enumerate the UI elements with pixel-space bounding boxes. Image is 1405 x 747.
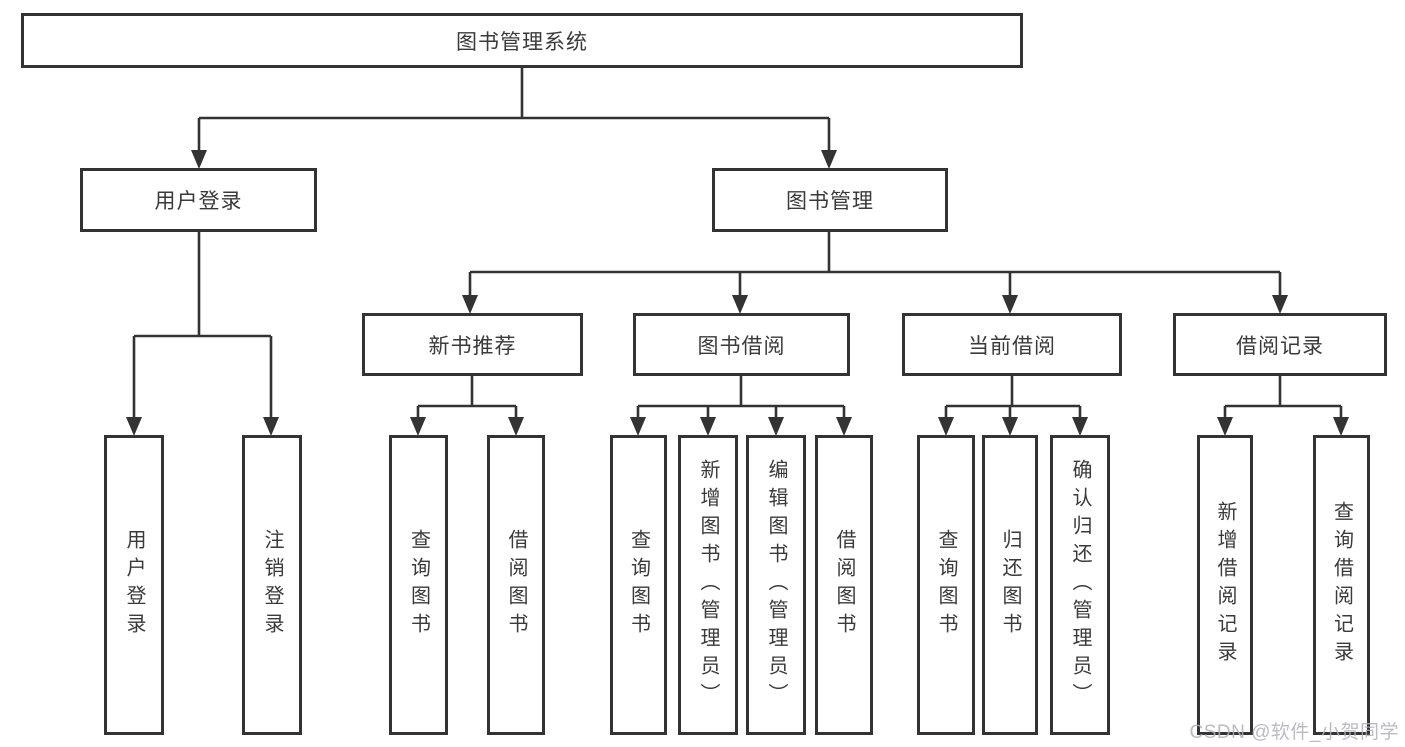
leaf-query-borrow-record: 查询借阅记录: [1313, 435, 1370, 735]
node-label: 图书管理: [786, 190, 874, 213]
node-borrowing-records: 借阅记录: [1173, 313, 1387, 376]
leaf-label: 确认归还（管理员）: [1069, 459, 1091, 711]
leaf-query-books-recommend: 查询图书: [389, 435, 448, 735]
leaf-edit-books-admin: 编辑图书（管理员）: [746, 435, 806, 735]
leaf-label: 借阅图书: [505, 529, 527, 641]
node-label: 图书管理系统: [456, 30, 588, 54]
node-library-management-system: 图书管理系统: [21, 13, 1023, 68]
leaf-label: 查询图书: [627, 529, 650, 641]
leaf-query-books-current: 查询图书: [917, 435, 975, 735]
node-book-management-branch: 图书管理: [712, 168, 948, 232]
leaf-label: 新增借阅记录: [1214, 501, 1236, 669]
leaf-add-books-admin: 新增图书（管理员）: [678, 435, 738, 735]
node-new-book-recommendation: 新书推荐: [362, 313, 583, 376]
node-label: 图书借阅: [697, 334, 786, 358]
node-user-login-branch: 用户登录: [80, 168, 317, 232]
leaf-logout: 注销登录: [242, 435, 302, 735]
leaf-label: 归还图书: [999, 529, 1021, 641]
node-label: 当前借阅: [968, 334, 1056, 358]
csdn-watermark: CSDN @软件_小贺同学: [1189, 722, 1399, 743]
leaf-borrow-books-borrowing: 借阅图书: [815, 435, 873, 735]
leaf-add-borrow-record: 新增借阅记录: [1197, 435, 1253, 735]
leaf-label: 查询图书: [935, 529, 957, 641]
leaf-confirm-return-admin: 确认归还（管理员）: [1050, 435, 1110, 735]
leaf-borrow-books-recommend: 借阅图书: [487, 435, 545, 735]
leaf-return-books: 归还图书: [982, 435, 1038, 735]
leaf-label: 编辑图书（管理员）: [765, 459, 787, 711]
node-book-borrowing: 图书借阅: [633, 313, 850, 376]
node-label: 借阅记录: [1236, 334, 1324, 358]
leaf-query-books-borrowing: 查询图书: [610, 435, 667, 735]
node-current-borrowing: 当前借阅: [902, 313, 1122, 376]
leaf-label: 新增图书（管理员）: [697, 459, 719, 711]
leaf-label: 注销登录: [261, 529, 283, 641]
node-label: 新书推荐: [428, 334, 517, 358]
leaf-user-login: 用户登录: [104, 435, 164, 735]
leaf-label: 查询图书: [407, 529, 430, 641]
node-label: 用户登录: [154, 190, 243, 213]
leaf-label: 查询借阅记录: [1330, 501, 1353, 669]
leaf-label: 用户登录: [123, 529, 145, 641]
leaf-label: 借阅图书: [833, 529, 855, 641]
